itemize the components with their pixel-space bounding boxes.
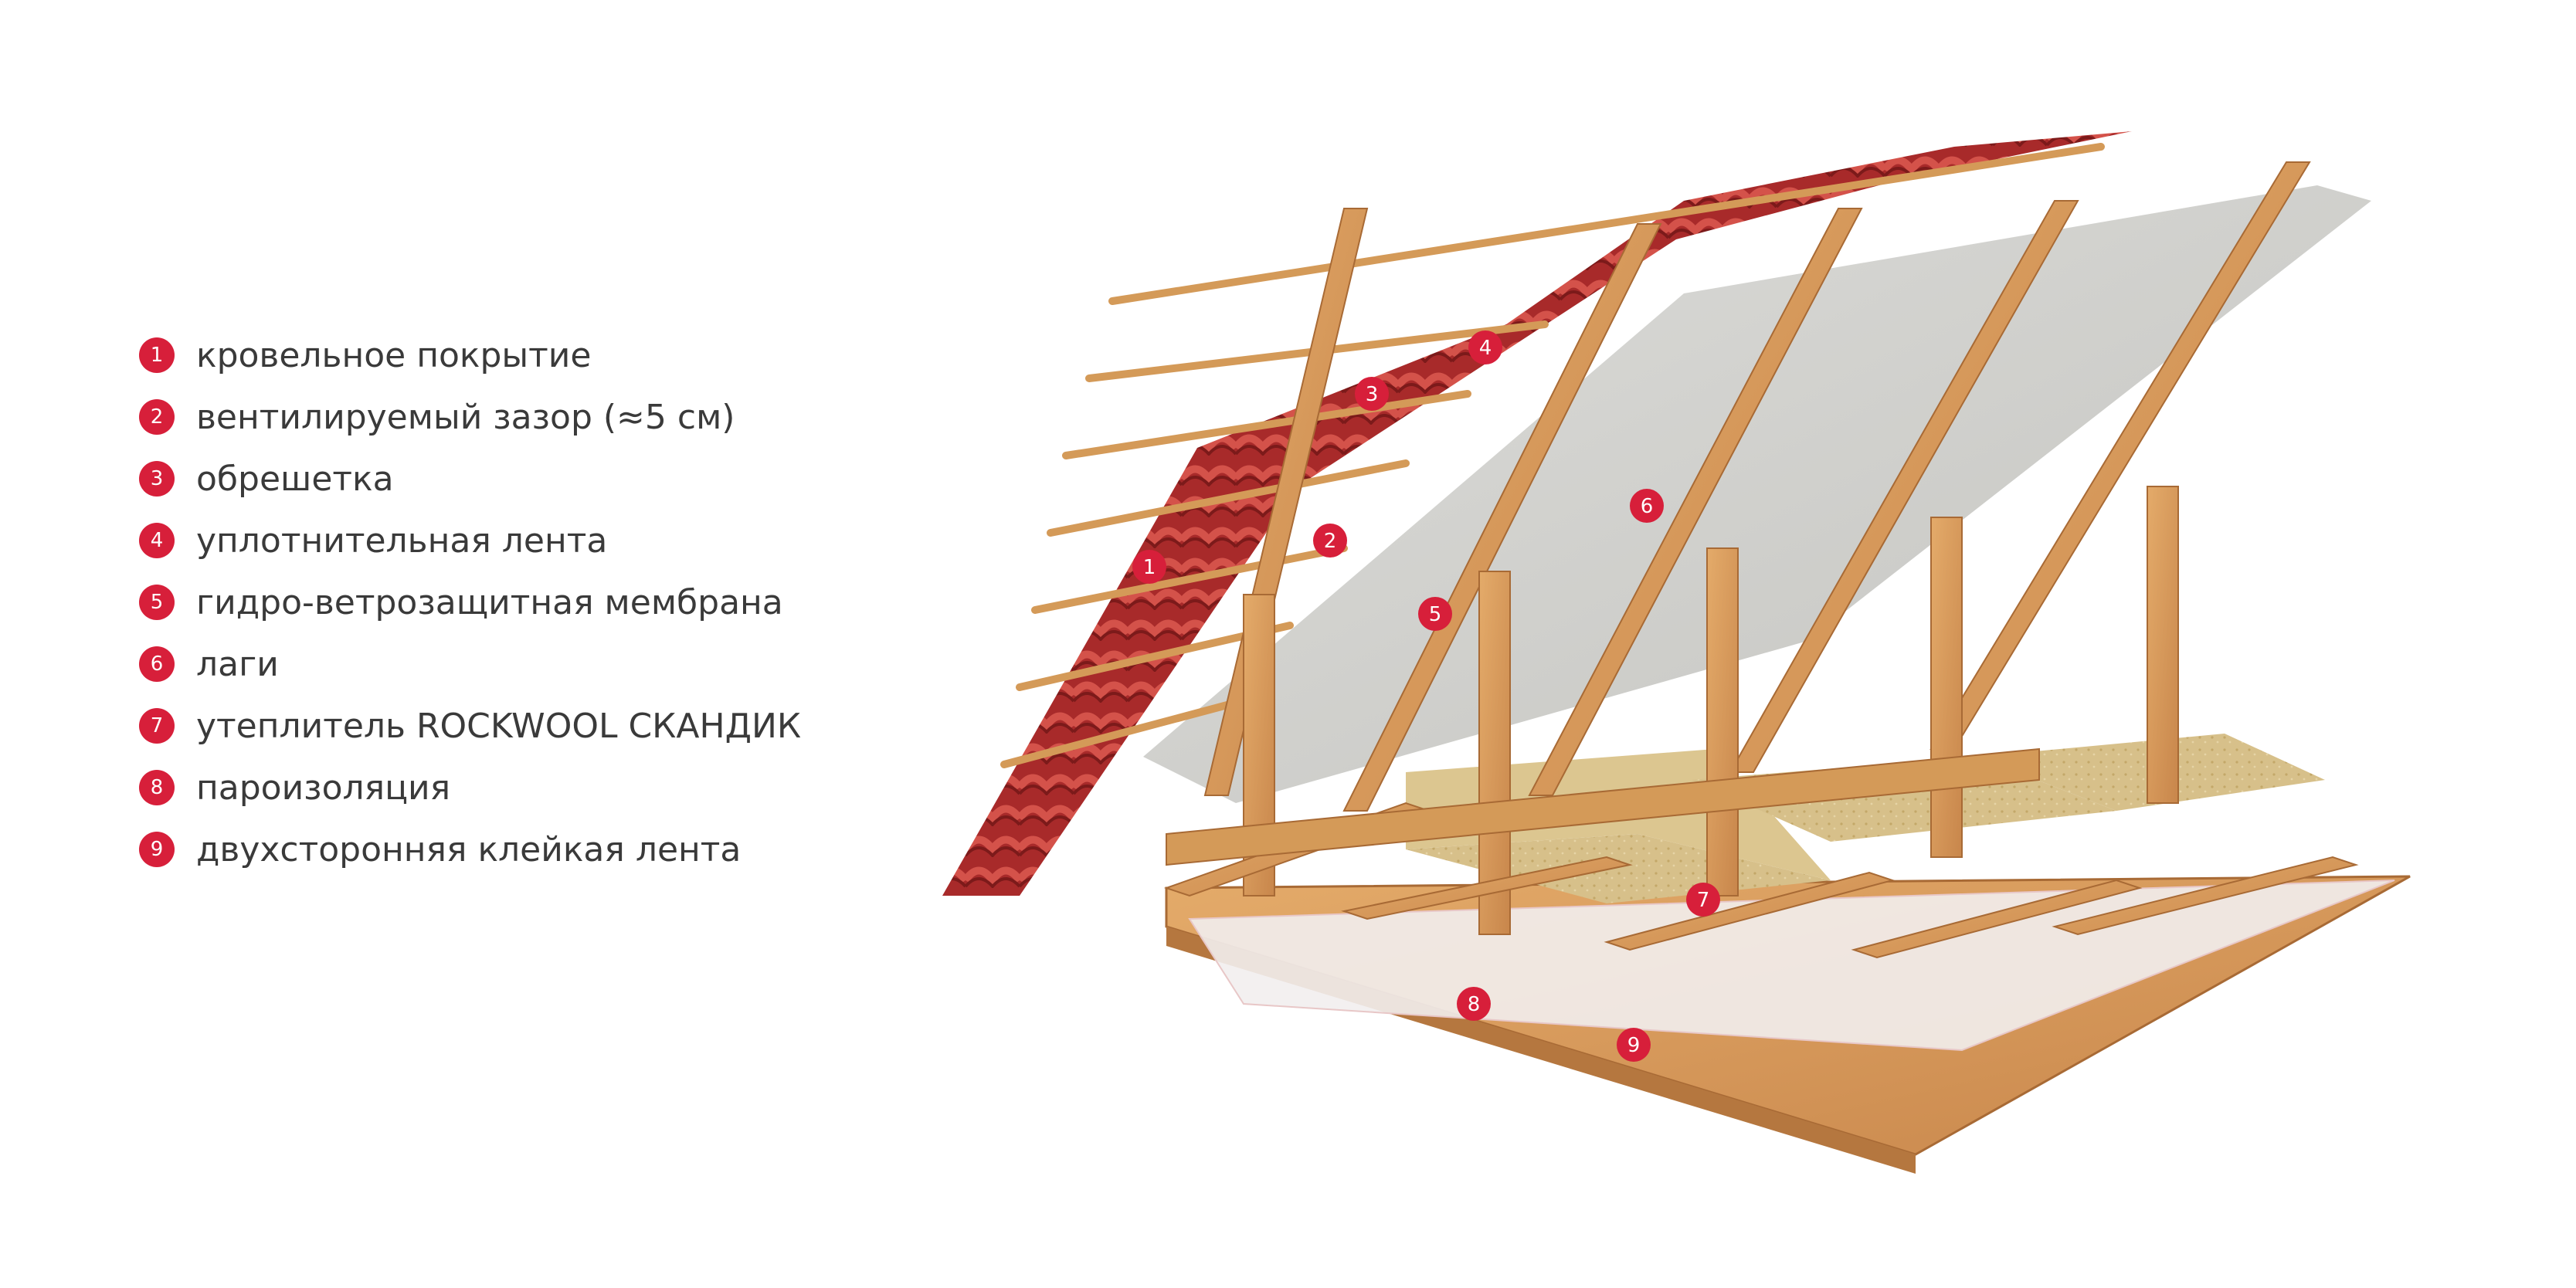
legend-label-6: лаги <box>196 644 279 684</box>
svg-text:4: 4 <box>1479 337 1492 360</box>
legend-item-9: 9 двухсторонняя клейкая лента <box>139 819 911 880</box>
legend-badge-6: 6 <box>139 646 175 682</box>
svg-text:7: 7 <box>1697 889 1710 912</box>
legend: 1 кровельное покрытие 2 вентилируемый за… <box>139 324 911 880</box>
legend-label-4: уплотнительная лента <box>196 520 608 561</box>
legend-label-5: гидро-ветрозащитная мембрана <box>196 582 783 622</box>
legend-badge-4: 4 <box>139 523 175 558</box>
callout-5: 5 <box>1418 597 1452 631</box>
svg-text:8: 8 <box>1468 993 1481 1016</box>
legend-item-1: 1 кровельное покрытие <box>139 324 911 386</box>
legend-label-3: обрешетка <box>196 459 394 499</box>
legend-badge-5: 5 <box>139 585 175 620</box>
callout-7: 7 <box>1686 883 1720 917</box>
svg-text:9: 9 <box>1627 1034 1641 1057</box>
legend-item-4: 4 уплотнительная лента <box>139 510 911 571</box>
legend-item-2: 2 вентилируемый зазор (≈5 см) <box>139 386 911 448</box>
callout-6: 6 <box>1630 489 1664 523</box>
membrane <box>1143 185 2371 803</box>
legend-item-6: 6 лаги <box>139 633 911 695</box>
roof-illustration: 1 2 3 4 5 6 7 8 9 <box>942 131 2411 1174</box>
svg-text:5: 5 <box>1429 603 1442 626</box>
legend-label-9: двухсторонняя клейкая лента <box>196 829 742 869</box>
callout-2: 2 <box>1313 524 1347 558</box>
legend-badge-2: 2 <box>139 399 175 435</box>
callout-1: 1 <box>1132 550 1166 584</box>
svg-text:1: 1 <box>1143 556 1156 579</box>
joists <box>1163 747 2359 959</box>
legend-badge-8: 8 <box>139 770 175 805</box>
legend-label-1: кровельное покрытие <box>196 335 592 375</box>
callout-4: 4 <box>1468 330 1502 364</box>
svg-text:6: 6 <box>1641 495 1654 518</box>
callouts: 1 2 3 4 5 6 7 8 9 <box>1132 330 1720 1062</box>
legend-badge-9: 9 <box>139 832 175 867</box>
roof-tiles <box>942 131 2132 896</box>
legend-badge-7: 7 <box>139 708 175 744</box>
legend-badge-3: 3 <box>139 461 175 497</box>
svg-text:3: 3 <box>1366 383 1379 406</box>
callout-3: 3 <box>1355 377 1389 411</box>
legend-label-7: утеплитель ROCKWOOL СКАНДИК <box>196 706 802 746</box>
legend-badge-1: 1 <box>139 337 175 373</box>
svg-text:2: 2 <box>1324 530 1337 553</box>
legend-label-2: вентилируемый зазор (≈5 см) <box>196 397 735 437</box>
legend-item-3: 3 обрешетка <box>139 448 911 510</box>
legend-label-8: пароизоляция <box>196 768 451 808</box>
legend-item-7: 7 утеплитель ROCKWOOL СКАНДИК <box>139 695 911 757</box>
legend-item-8: 8 пароизоляция <box>139 757 911 819</box>
callout-9: 9 <box>1617 1028 1651 1062</box>
legend-item-5: 5 гидро-ветрозащитная мембрана <box>139 571 911 633</box>
callout-8: 8 <box>1457 987 1491 1021</box>
